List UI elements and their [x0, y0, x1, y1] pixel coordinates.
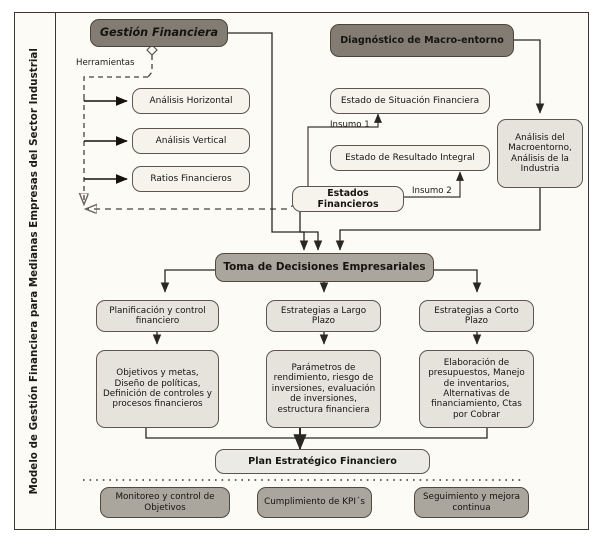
node-toma-decisiones[interactable]: Toma de Decisiones Empresariales — [215, 253, 434, 282]
node-estado-situacion-financiera[interactable]: Estado de Situación Financiera — [330, 88, 490, 114]
label-insumo-2: Insumo 2 — [412, 186, 452, 196]
node-estado-resultado-integral[interactable]: Estado de Resultado Integral — [330, 145, 490, 171]
node-estados-financieros[interactable]: Estados Financieros — [292, 186, 404, 212]
node-estrategias-corto-plazo[interactable]: Estrategias a Corto Plazo — [419, 300, 534, 332]
node-elaboracion-presupuestos[interactable]: Elaboración de presupuestos, Manejo de i… — [419, 350, 534, 428]
node-analisis-vertical[interactable]: Análisis Vertical — [132, 128, 250, 154]
node-analisis-macroentorno[interactable]: Análisis del Macroentorno, Análisis de l… — [497, 119, 583, 188]
node-parametros-rendimiento[interactable]: Parámetros de rendimiento, riesgo de inv… — [266, 350, 381, 428]
node-objetivos-metas[interactable]: Objetivos y metas, Diseño de políticas, … — [96, 350, 219, 428]
page-title: Modelo de Gestión Financiera para Median… — [29, 47, 40, 495]
node-cumplimiento-kpis[interactable]: Cumplimiento de KPI´s — [257, 487, 372, 518]
vertical-title-column: Modelo de Gestión Financiera para Median… — [14, 12, 56, 530]
node-planificacion-control[interactable]: Planificación y control financiero — [96, 300, 219, 332]
node-estrategias-largo-plazo[interactable]: Estrategias a Largo Plazo — [266, 300, 381, 332]
node-seguimiento-mejora[interactable]: Seguimiento y mejora continua — [414, 487, 529, 518]
node-gestion-financiera[interactable]: Gestión Financiera — [90, 19, 228, 47]
node-monitoreo-control[interactable]: Monitoreo y control de Objetivos — [100, 487, 230, 518]
node-ratios-financieros[interactable]: Ratios Financieros — [132, 166, 250, 192]
label-herramientas: Herramientas — [76, 58, 135, 68]
node-diagnostico-macro-entorno[interactable]: Diagnóstico de Macro-entorno — [330, 24, 514, 57]
label-insumo-1: Insumo 1 — [330, 120, 370, 130]
node-plan-estrategico-financiero[interactable]: Plan Estratégico Financiero — [215, 449, 430, 474]
node-analisis-horizontal[interactable]: Análisis Horizontal — [132, 88, 250, 114]
